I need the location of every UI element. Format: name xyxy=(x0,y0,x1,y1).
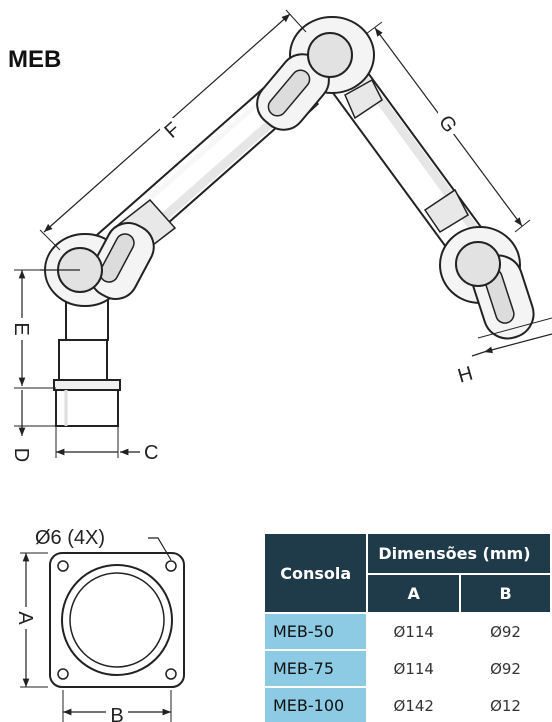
header-dimensions: Dimensões (mm) xyxy=(366,531,552,576)
table-row: MEB-75 Ø114 Ø92 xyxy=(262,649,552,688)
row-b-value: Ø92 xyxy=(459,649,552,688)
dimension-h: H xyxy=(455,317,552,388)
dimension-c: C xyxy=(55,426,158,464)
header-col-b: B xyxy=(459,573,552,614)
dimension-g: G xyxy=(365,21,531,233)
dimension-b: B xyxy=(62,690,172,722)
dimension-f: F xyxy=(39,9,307,251)
dimension-e: E xyxy=(10,269,66,389)
row-name: MEB-50 xyxy=(262,612,369,651)
row-a-value: Ø114 xyxy=(366,649,462,688)
header-console: Consola xyxy=(262,532,369,614)
dimension-d: D xyxy=(10,390,56,462)
label-h: H xyxy=(455,363,475,388)
row-name: MEB-100 xyxy=(262,686,369,722)
vertical-mount xyxy=(53,279,121,427)
dimensions-table: Consola Dimensões (mm) A B MEB-50 Ø114 Ø… xyxy=(262,531,552,722)
row-a-value: Ø142 xyxy=(366,686,462,722)
label-c: C xyxy=(144,442,158,464)
hole-icon xyxy=(165,560,177,572)
table-row: MEB-100 Ø142 Ø12 xyxy=(262,686,552,722)
row-a-value: Ø114 xyxy=(366,612,462,651)
table-row: MEB-50 Ø114 Ø92 xyxy=(262,612,552,651)
hole-note: Ø6 (4X) xyxy=(35,527,105,549)
left-joint xyxy=(40,222,155,307)
label-e: E xyxy=(10,322,32,335)
header-col-a: A xyxy=(366,573,462,614)
label-b: B xyxy=(110,705,123,722)
dimension-a: A xyxy=(14,552,48,688)
right-joint xyxy=(439,226,535,340)
row-name: MEB-75 xyxy=(262,649,369,688)
hole-icon xyxy=(57,560,69,572)
label-a: A xyxy=(14,611,36,625)
row-b-value: Ø12 xyxy=(459,686,552,722)
hole-icon xyxy=(165,668,177,680)
label-d: D xyxy=(10,448,32,462)
hole-icon xyxy=(57,668,69,680)
mounting-plate: Ø6 (4X) xyxy=(35,527,185,688)
row-b-value: Ø92 xyxy=(459,612,552,651)
